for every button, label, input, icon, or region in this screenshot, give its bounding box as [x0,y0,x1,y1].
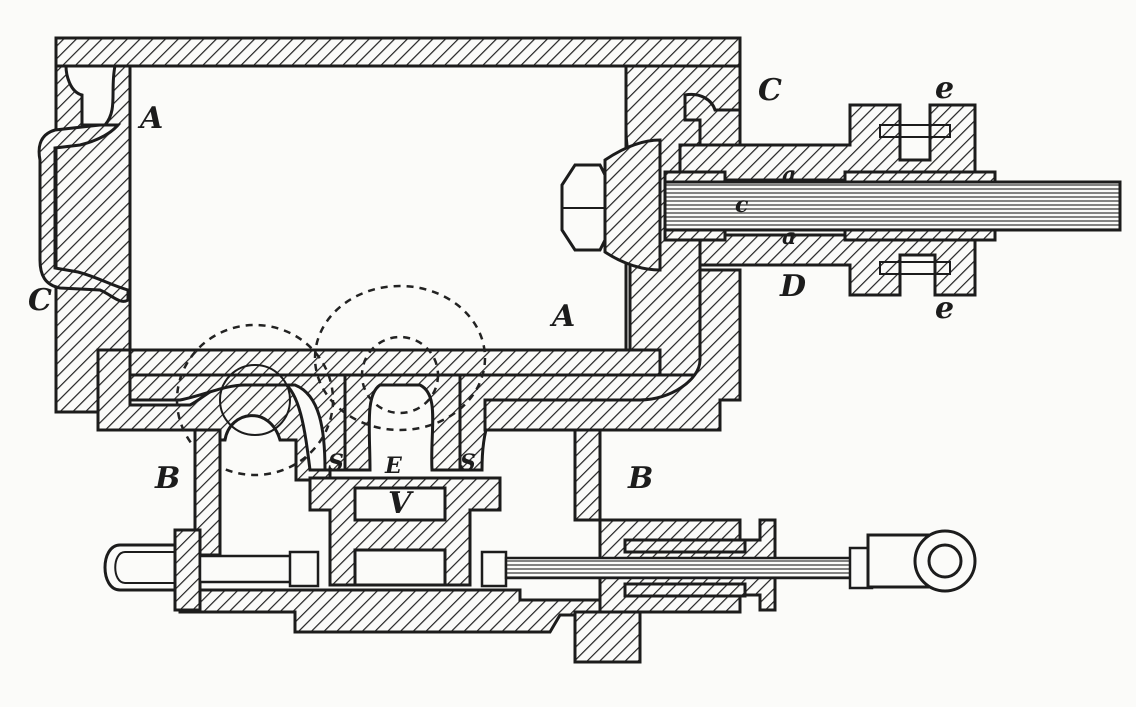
label-S-left: S [328,450,344,476]
lower-boss [573,610,642,664]
label-A-top: A [137,101,163,136]
right-jacket-lower [483,268,742,472]
label-E: E [384,453,403,479]
label-e-bottom: e [935,291,954,326]
slide-valve [308,476,502,587]
stud-upper [879,124,951,138]
label-e-top: e [935,71,954,106]
cylinder-chamber [128,64,628,352]
port-circle-left [219,364,291,436]
cylinder-floor [128,348,662,377]
left-jacket-bulge [37,123,130,303]
packing-lower [843,228,997,242]
left-gland-cap [103,543,182,592]
label-B-right: B [627,461,653,496]
label-D: D [779,269,806,304]
cylinder-cover-top [54,36,742,68]
dashed-circle-center [313,284,487,432]
stud-lower [879,261,951,275]
dashed-outlines [175,284,487,477]
labels: A A C C B B D e e a a c S S E V [28,71,954,521]
valve-gland-lower [623,582,747,598]
label-S-right: S [460,450,476,476]
label-c-rod: c [735,192,749,218]
piston-boss [603,138,662,272]
packing-upper [843,170,997,184]
label-a-top: a [782,162,796,188]
valve-rod-assembly [103,528,977,612]
label-B-left: B [154,461,180,496]
gland-bush-upper [663,170,727,184]
right-jacket-notch [683,92,742,147]
left-gland-flange [173,528,202,612]
exhaust-boss [343,373,462,472]
rod-end-eye-hole [927,543,963,579]
steam-chest-right-wall [573,428,602,522]
rod-nut-left [288,550,320,588]
label-C-left: C [28,283,52,318]
label-C-right: C [758,73,782,108]
steam-chest-bottom [178,588,602,634]
rod-nut-right [480,550,508,588]
piston-rod-assembly [560,103,1122,297]
valve-gland-upper [623,538,747,554]
label-A-bottom: A [549,299,575,334]
piston-rod [663,180,1122,232]
label-a-bottom: a [782,224,796,250]
left-port-channel [128,373,347,472]
valve-cavity [353,486,447,522]
dashed-circle-left [175,323,335,477]
dashed-circle-inner [360,335,440,415]
stuffing-box-housing-lower [698,233,977,297]
gland-bush-lower [663,228,727,242]
valve-rod-left [198,554,297,584]
label-V: V [388,486,414,521]
valve-rod-right [504,556,853,580]
valve-rod-seat [353,548,447,587]
